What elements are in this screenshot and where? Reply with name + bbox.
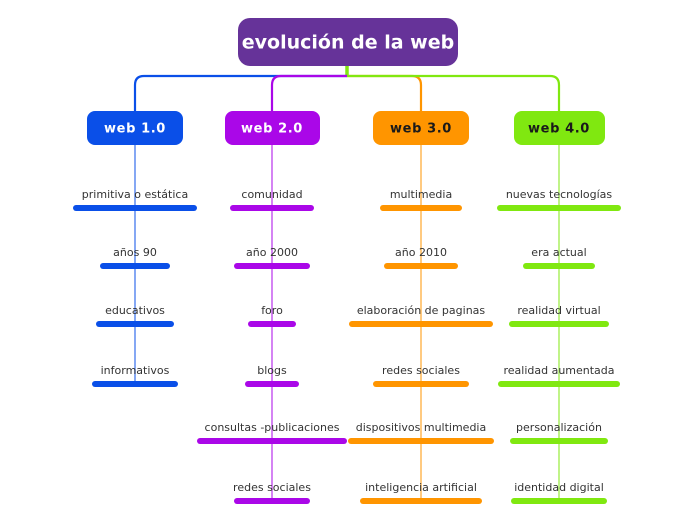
leaf-node[interactable]: comunidad [230, 188, 314, 211]
branch-node-bg-web3 [373, 111, 469, 145]
leaf-node[interactable]: redes sociales [233, 481, 311, 504]
leaf-label: elaboración de paginas [357, 304, 486, 317]
leaf-node[interactable]: personalización [510, 421, 608, 444]
leaf-node[interactable]: realidad virtual [509, 304, 609, 327]
leaf-label: era actual [531, 246, 586, 259]
leaf-node[interactable]: educativos [96, 304, 174, 327]
leaf-label: foro [261, 304, 283, 317]
leaf-node[interactable]: nuevas tecnologías [497, 188, 621, 211]
node-layer: web 1.0 primitiva o estática años 90 educat… [73, 18, 621, 504]
leaf-label: redes sociales [382, 364, 460, 377]
leaf-label: informativos [101, 364, 170, 377]
leaf-label: nuevas tecnologías [506, 188, 613, 201]
leaf-node[interactable]: blogs [245, 364, 299, 387]
branch-node-bg-web2 [225, 111, 320, 145]
branch-node-label-web2: web 2.0 [241, 122, 303, 137]
branch-connector-web2 [270, 74, 347, 111]
leaf-label: identidad digital [514, 481, 604, 494]
leaf-label: blogs [257, 364, 287, 377]
leaf-label: primitiva o estática [82, 188, 188, 201]
leaf-node[interactable]: foro [248, 304, 296, 327]
leaf-label: año 2010 [395, 246, 447, 259]
leaf-node[interactable]: año 2010 [384, 246, 458, 269]
branch-node-label-web1: web 1.0 [104, 122, 166, 137]
root-node[interactable]: evolución de la web [238, 18, 458, 66]
connector-layer [133, 66, 561, 501]
leaf-node[interactable]: informativos [92, 364, 178, 387]
leaf-node[interactable]: años 90 [100, 246, 170, 269]
branch-node-web3[interactable]: web 3.0 [373, 111, 469, 145]
leaf-label: personalización [516, 421, 602, 434]
leaf-label: redes sociales [233, 481, 311, 494]
branch-connector-web4 [347, 74, 561, 111]
branch-node-web1[interactable]: web 1.0 [87, 111, 183, 145]
leaf-node[interactable]: identidad digital [511, 481, 607, 504]
leaf-node[interactable]: elaboración de paginas [349, 304, 493, 327]
branch-connector-web3 [347, 74, 423, 111]
leaf-label: realidad virtual [517, 304, 600, 317]
leaf-label: año 2000 [246, 246, 298, 259]
branch-node-label-web3: web 3.0 [390, 122, 452, 137]
leaf-node[interactable]: primitiva o estática [73, 188, 197, 211]
leaf-node[interactable]: multimedia [380, 188, 462, 211]
leaf-label: realidad aumentada [503, 364, 614, 377]
leaf-node[interactable]: redes sociales [373, 364, 469, 387]
leaf-label: multimedia [390, 188, 452, 201]
root-node-bg [238, 18, 458, 66]
branch-connector-web1 [133, 74, 347, 111]
branch-node-bg-web1 [87, 111, 183, 145]
leaf-label: comunidad [241, 188, 302, 201]
leaf-node[interactable]: realidad aumentada [498, 364, 620, 387]
branch-node-web2[interactable]: web 2.0 [225, 111, 320, 145]
leaf-node[interactable]: dispositivos multimedia [348, 421, 494, 444]
leaf-label: años 90 [113, 246, 157, 259]
leaf-label: inteligencia artificial [365, 481, 477, 494]
branch-node-label-web4: web 4.0 [528, 122, 590, 137]
leaf-node[interactable]: inteligencia artificial [360, 481, 482, 504]
leaf-node[interactable]: año 2000 [234, 246, 310, 269]
branch-node-web4[interactable]: web 4.0 [514, 111, 605, 145]
branch-node-bg-web4 [514, 111, 605, 145]
leaf-label: consultas -publicaciones [205, 421, 340, 434]
leaf-node[interactable]: era actual [523, 246, 595, 269]
leaf-label: educativos [105, 304, 165, 317]
leaf-node[interactable]: consultas -publicaciones [197, 421, 347, 444]
root-node-label: evolución de la web [242, 32, 454, 54]
leaf-label: dispositivos multimedia [356, 421, 486, 434]
